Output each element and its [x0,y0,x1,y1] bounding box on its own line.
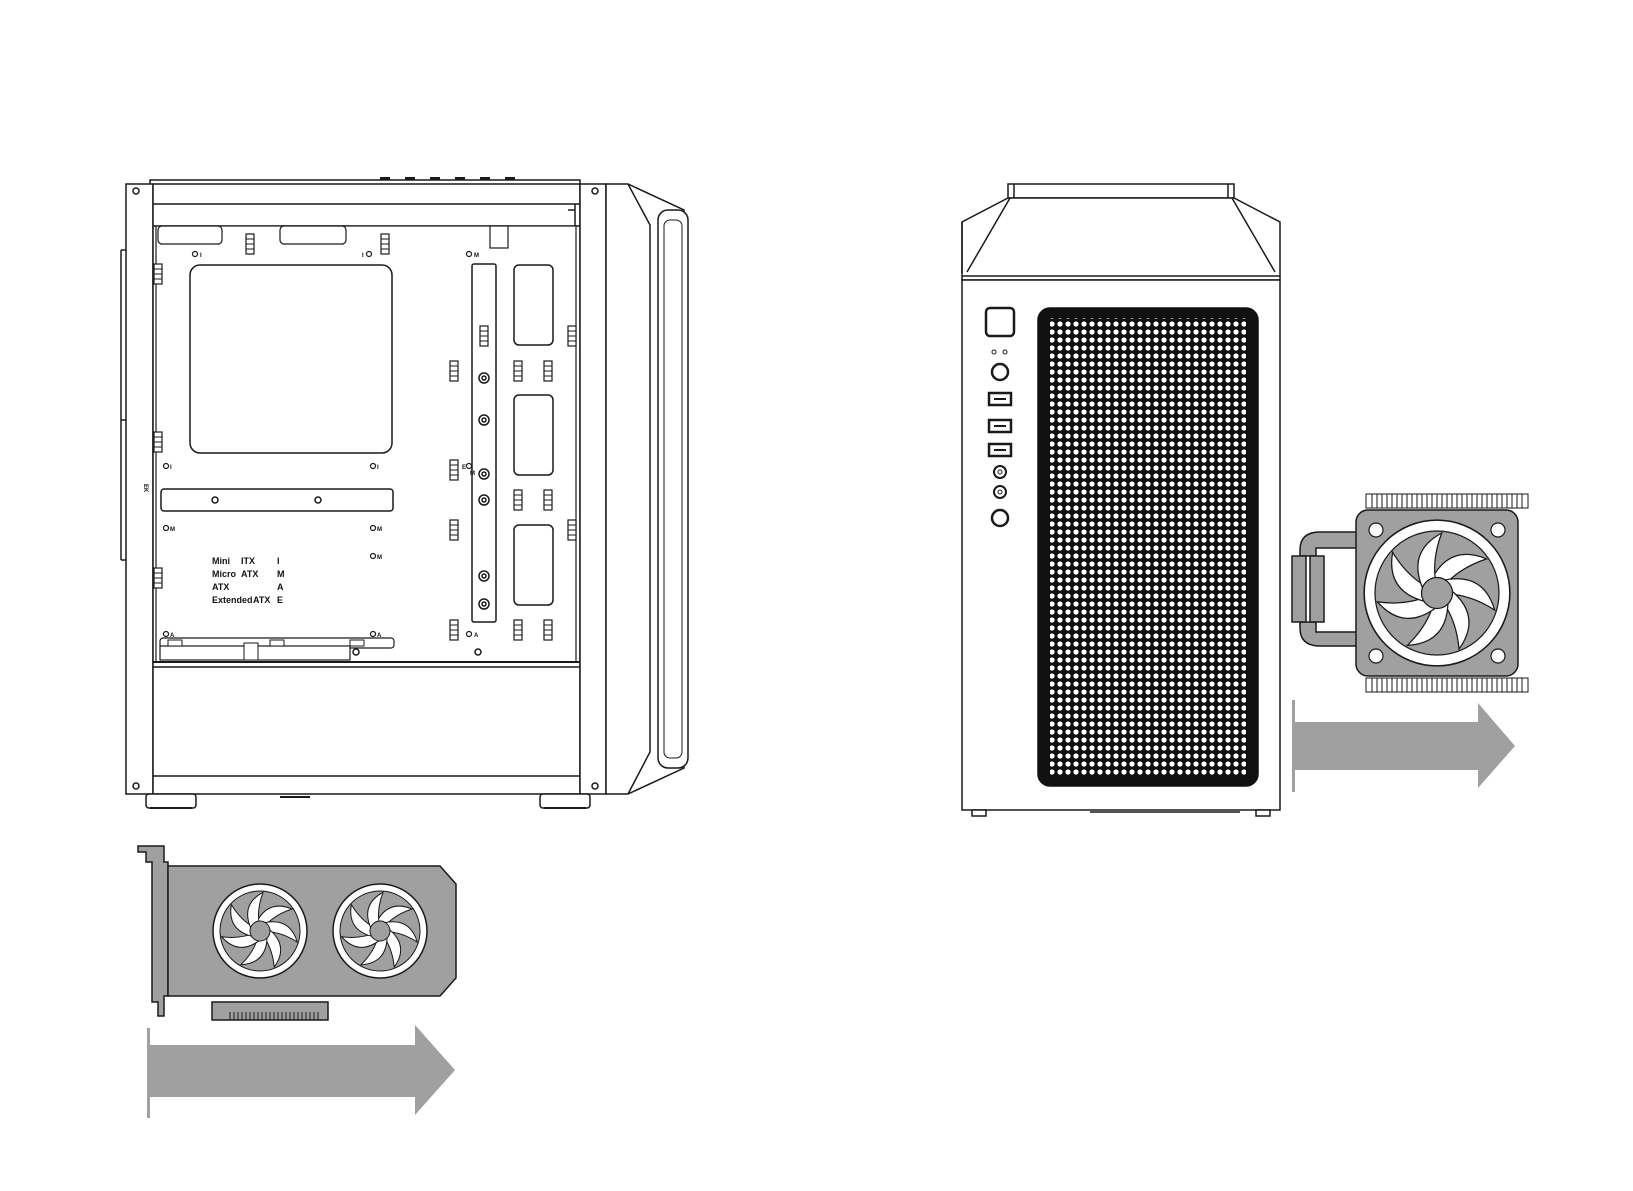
mark-matx: M [470,471,475,477]
gpu-fan-icon [333,884,427,978]
legend-name: Mini [212,556,230,566]
legend-code: M [277,569,285,579]
reset-button [992,364,1008,380]
led-button [992,510,1008,526]
mark-eatx: E [462,465,466,471]
power-button [986,308,1014,336]
legend-type: ATX [241,569,258,579]
mark-matx: M [377,555,382,561]
legend-code: I [277,556,280,566]
cpu-cooler-icon [1292,494,1528,692]
case-side-view [121,177,688,808]
legend-type: ITX [241,556,255,566]
gpu-fan-icon [213,884,307,978]
length-arrow-icon [147,1025,455,1118]
height-arrow-icon [1292,700,1515,792]
graphics-card-icon [138,846,456,1020]
legend-name: Micro [212,569,237,579]
mark-matx: M [474,253,479,259]
mark-matx: M [377,527,382,533]
mark-rotated: EK [142,484,148,493]
legend-code: E [277,595,283,605]
mark-atx: A [377,633,382,639]
mark-atx: A [474,633,479,639]
mark-atx: A [170,633,175,639]
legend-type: ATX [253,595,270,605]
case-front-view [962,184,1280,816]
legend-name: ATX [212,582,229,592]
legend-name: Extended [212,595,253,605]
mark-matx: M [170,527,175,533]
legend-code: A [277,582,284,592]
